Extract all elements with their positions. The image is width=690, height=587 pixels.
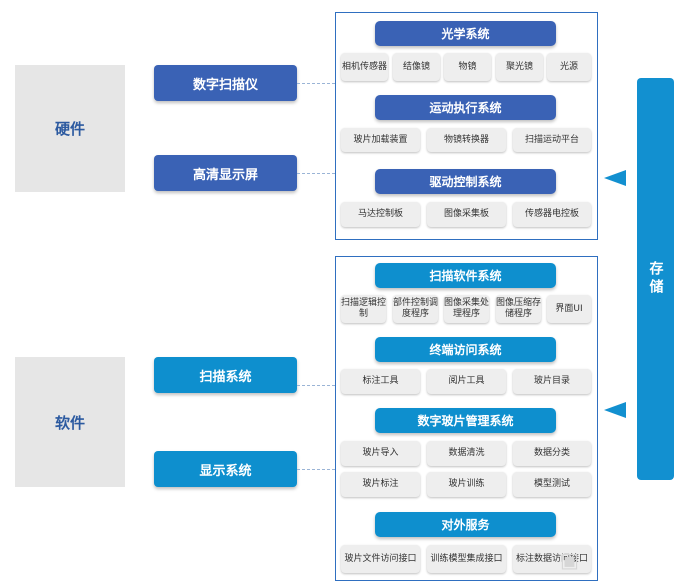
scan-system-node: 扫描系统 bbox=[154, 357, 297, 393]
scan-software-item: 扫描逻辑控制 bbox=[341, 295, 386, 323]
slide-management-title: 数字玻片管理系统 bbox=[375, 408, 556, 433]
display-system-node: 显示系统 bbox=[154, 451, 297, 487]
manage-item: 模型测试 bbox=[513, 472, 591, 497]
optical-item: 物镜 bbox=[444, 53, 491, 81]
optical-item: 聚光镜 bbox=[496, 53, 543, 81]
manage-item: 数据清洗 bbox=[427, 441, 506, 466]
watermark: ▣ bbox=[560, 548, 579, 572]
drive-item: 图像采集板 bbox=[427, 202, 506, 227]
drive-item: 传感器电控板 bbox=[513, 202, 591, 227]
connector-scanner bbox=[297, 83, 335, 84]
drive-item: 马达控制板 bbox=[341, 202, 420, 227]
terminal-access-title: 终端访问系统 bbox=[375, 337, 556, 362]
optical-item: 光源 bbox=[547, 53, 591, 81]
manage-item: 玻片训练 bbox=[427, 472, 506, 497]
terminal-item: 标注工具 bbox=[341, 369, 420, 394]
motion-item: 扫描运动平台 bbox=[513, 128, 591, 152]
terminal-item: 阅片工具 bbox=[427, 369, 506, 394]
motion-item: 玻片加载装置 bbox=[341, 128, 420, 152]
terminal-item: 玻片目录 bbox=[513, 369, 591, 394]
scan-software-item: 图像压缩存储程序 bbox=[496, 295, 541, 323]
connector-display-system bbox=[297, 469, 335, 470]
manage-item: 数据分类 bbox=[513, 441, 591, 466]
motion-item: 物镜转换器 bbox=[427, 128, 506, 152]
connector-display bbox=[297, 173, 335, 174]
optical-item: 结像镜 bbox=[393, 53, 440, 81]
arrow-left-icon bbox=[604, 402, 626, 418]
motion-system-title: 运动执行系统 bbox=[375, 95, 556, 120]
connector-scan-system bbox=[297, 385, 335, 386]
hd-display-node: 高清显示屏 bbox=[154, 155, 297, 191]
optical-system-title: 光学系统 bbox=[375, 21, 556, 46]
hardware-category: 硬件 bbox=[15, 65, 125, 192]
scan-software-item: 图像采集处理程序 bbox=[444, 295, 489, 323]
optical-item: 相机传感器 bbox=[341, 53, 388, 81]
external-item: 训练模型集成接口 bbox=[427, 545, 506, 573]
scan-software-title: 扫描软件系统 bbox=[375, 263, 556, 288]
external-item: 标注数据访问接口 bbox=[513, 545, 591, 573]
manage-item: 玻片导入 bbox=[341, 441, 420, 466]
software-category: 软件 bbox=[15, 357, 125, 487]
external-item: 玻片文件访问接口 bbox=[341, 545, 420, 573]
manage-item: 玻片标注 bbox=[341, 472, 420, 497]
scan-software-item: 界面UI bbox=[547, 295, 591, 323]
scan-software-item: 部件控制调度程序 bbox=[393, 295, 438, 323]
digital-scanner-node: 数字扫描仪 bbox=[154, 65, 297, 101]
arrow-left-icon bbox=[604, 170, 626, 186]
storage-block: 存储 bbox=[637, 78, 674, 480]
external-service-title: 对外服务 bbox=[375, 512, 556, 537]
drive-control-title: 驱动控制系统 bbox=[375, 169, 556, 194]
